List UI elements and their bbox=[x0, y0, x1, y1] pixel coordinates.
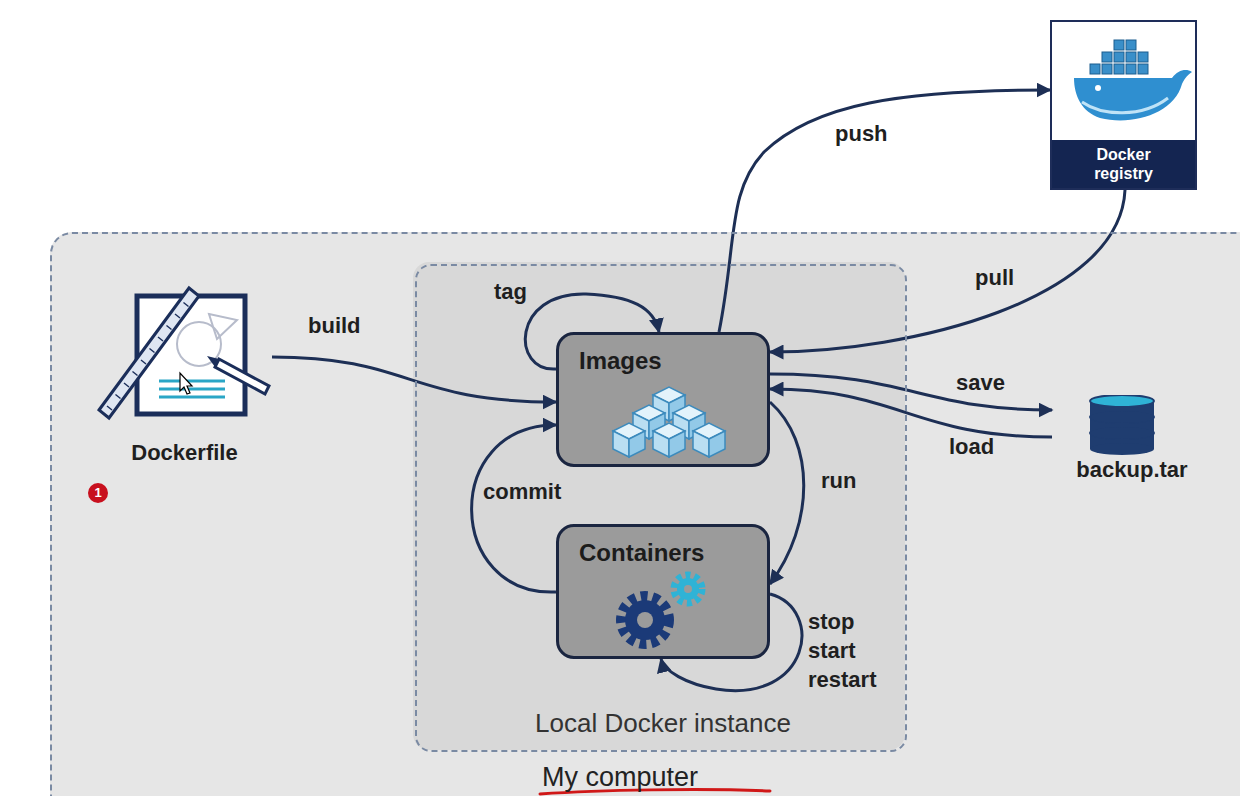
node-label: Images bbox=[579, 347, 662, 375]
node-label: Dockerfile bbox=[131, 440, 237, 466]
registry-box: Docker registry bbox=[1050, 20, 1197, 190]
registry-band: Docker registry bbox=[1052, 140, 1195, 188]
flow-arrow bbox=[472, 425, 556, 592]
registry-label: Docker registry bbox=[1084, 145, 1164, 183]
edge-label: save bbox=[956, 370, 1005, 396]
dockerfile-node: Dockerfile bbox=[97, 284, 272, 474]
backup-node: backup.tar bbox=[1052, 395, 1212, 489]
edge-label: commit bbox=[483, 479, 561, 505]
node-label: backup.tar bbox=[1076, 457, 1187, 483]
edge-label: load bbox=[949, 434, 994, 460]
flow-arrow bbox=[719, 90, 1050, 332]
callout-number: 1 bbox=[88, 483, 108, 503]
mouse-cursor bbox=[180, 373, 192, 394]
edge-label: pull bbox=[975, 265, 1014, 291]
edge-label: stop start restart bbox=[808, 607, 908, 694]
flow-arrow bbox=[770, 190, 1125, 352]
computer-region: My computer Local Docker instance ImagesCo… bbox=[50, 232, 1240, 796]
edge-label: push bbox=[835, 121, 888, 147]
edge-label: tag bbox=[494, 279, 527, 305]
flow-arrow bbox=[770, 389, 1052, 437]
flow-arrow bbox=[770, 402, 804, 584]
node-label: Local Docker instance bbox=[535, 708, 791, 739]
computer-ground bbox=[50, 232, 1240, 796]
flow-arrow bbox=[272, 357, 556, 402]
containers-box: Containers bbox=[556, 524, 770, 659]
node-label: My computer bbox=[542, 762, 698, 793]
edge-label: run bbox=[821, 468, 856, 494]
edge-label: build bbox=[308, 313, 361, 339]
images-box: Images bbox=[556, 332, 770, 467]
node-label: Containers bbox=[579, 539, 704, 567]
